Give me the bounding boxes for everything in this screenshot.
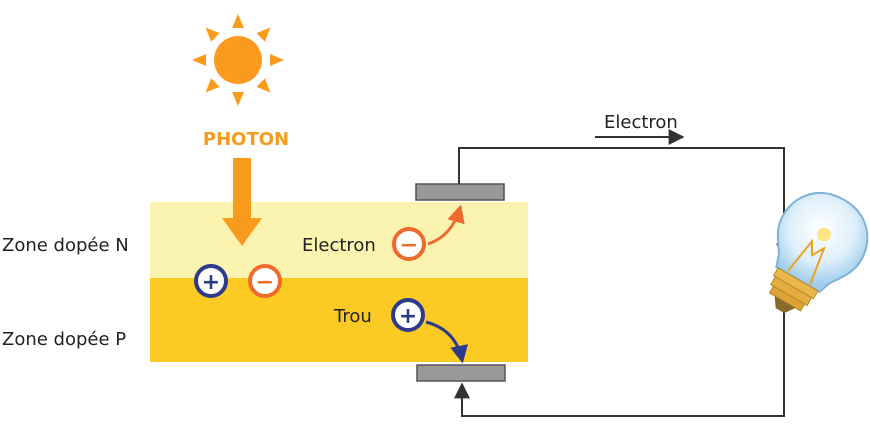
separated-hole-sign: + bbox=[399, 304, 417, 329]
separated-hole: + bbox=[391, 298, 425, 332]
hole-particle: + bbox=[194, 264, 228, 298]
bottom-electrode bbox=[416, 364, 506, 382]
electron-particle: − bbox=[248, 264, 282, 298]
photon-label: PHOTON bbox=[203, 129, 289, 150]
zone-n-label: Zone dopée N bbox=[2, 235, 129, 256]
sun-icon bbox=[192, 14, 284, 106]
top-electrode bbox=[415, 183, 505, 201]
electron-sign: − bbox=[256, 270, 274, 295]
electron-label: Electron bbox=[302, 235, 376, 256]
electron-to-top-electrode-arrow bbox=[427, 204, 465, 246]
hole-sign: + bbox=[202, 270, 220, 295]
hole-label: Trou bbox=[333, 306, 372, 327]
zone-p-label: Zone dopée P bbox=[2, 329, 126, 350]
hole-to-bottom-electrode-arrow bbox=[425, 320, 468, 364]
photon-arrow bbox=[222, 158, 262, 246]
circuit-electron-label: Electron bbox=[604, 112, 678, 133]
circuit-wire-bottom bbox=[454, 308, 785, 417]
separated-electron: − bbox=[392, 227, 426, 261]
separated-electron-sign: − bbox=[400, 233, 418, 258]
light-bulb-icon bbox=[768, 191, 869, 314]
circuit-wire-top bbox=[458, 147, 792, 260]
